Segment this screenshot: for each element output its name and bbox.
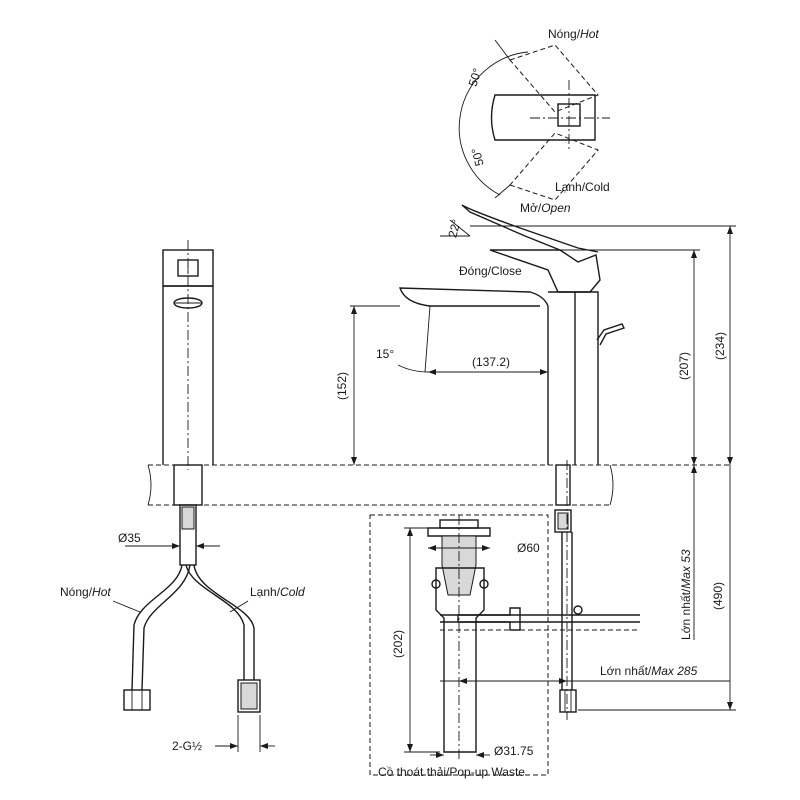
side-view-faucet: 22° Mở/Open Đóng/Close 15° (137.2) (152)… xyxy=(335,201,736,720)
rotation-arc xyxy=(458,51,529,196)
dia60-label: Ø60 xyxy=(517,541,540,555)
hot-hose xyxy=(131,564,183,691)
hot-top-label: Nóng/Hot xyxy=(548,27,599,41)
angle-22-label: 22° xyxy=(445,218,463,239)
dim-207-label: (207) xyxy=(677,352,691,380)
popup-waste: Ø60 (202) Lớn nhất/Max 285 Ø31.75 Cồ tho… xyxy=(369,514,730,779)
angle-15-label: 15° xyxy=(376,347,394,361)
dia35-label: Ø35 xyxy=(118,531,141,545)
front-view-faucet: Ø35 xyxy=(118,240,220,566)
cold-hose xyxy=(185,564,245,680)
popup-waste-label: Cồ thoát thải/Pop-up Waste xyxy=(378,765,525,779)
handle-hot-position xyxy=(509,44,599,113)
dim-490-label: (490) xyxy=(711,582,725,610)
handle-cold-position xyxy=(509,132,599,201)
max285-label: Lớn nhất/Max 285 xyxy=(600,664,698,678)
max53-label: Lớn nhất/Max 53 xyxy=(679,549,693,640)
close-label: Đóng/Close xyxy=(459,264,522,278)
counter-top xyxy=(147,464,730,506)
hot-hose-nut xyxy=(123,689,151,711)
open-label: Mở/Open xyxy=(520,201,571,215)
cold-hose-label: Lạnh/Cold xyxy=(250,585,305,599)
front-shank xyxy=(179,504,197,566)
supply-hoses: Nóng/Hot Lạnh/Cold 2-G½ xyxy=(60,564,305,753)
side-body xyxy=(574,291,599,465)
handle-center-position xyxy=(490,94,596,141)
cold-hose-nut xyxy=(237,679,261,713)
thread-label: 2-G½ xyxy=(172,739,202,753)
hot-hose-label: Nóng/Hot xyxy=(60,585,111,599)
angle-50-lower-label: 50° xyxy=(469,146,487,167)
cold-top-label: Lạnh/Cold xyxy=(555,180,610,194)
dia3175-label: Ø31.75 xyxy=(494,744,534,758)
dim-202-label: (202) xyxy=(391,630,405,658)
angle-50-upper-label: 50° xyxy=(466,66,485,88)
side-shank-nut xyxy=(554,509,572,533)
dim-137-label: (137.2) xyxy=(472,355,510,369)
waste-pivot xyxy=(457,607,521,631)
dim-234-label: (234) xyxy=(713,332,727,360)
side-spout xyxy=(399,287,549,465)
dim-152-label: (152) xyxy=(335,372,349,400)
popup-lever xyxy=(596,323,625,346)
side-handle-closed xyxy=(489,249,601,293)
side-hose-nut xyxy=(559,689,577,713)
waste-body xyxy=(435,567,485,753)
top-view-handle: 50° 50° Nóng/Hot Lạnh/Cold xyxy=(458,27,610,201)
